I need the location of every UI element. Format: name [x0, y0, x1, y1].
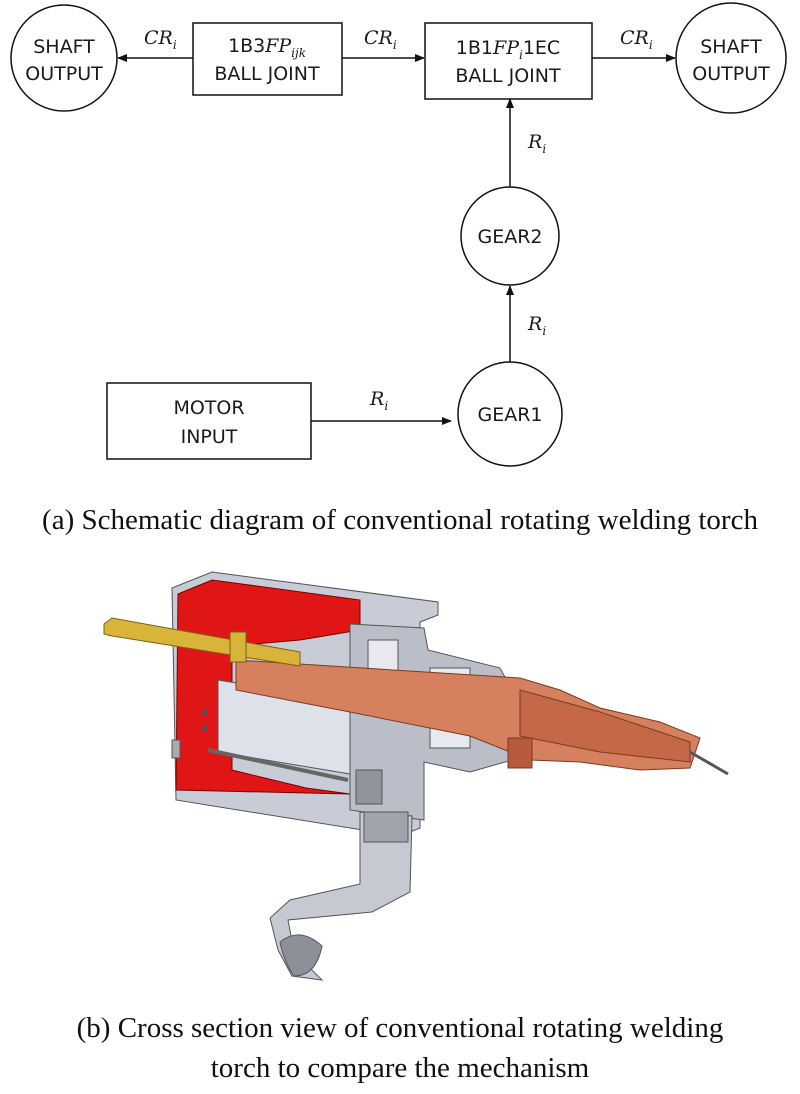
shaft-right-line1: SHAFT	[700, 36, 762, 58]
node-shaft-output-left	[10, 4, 118, 112]
motor-line2: INPUT	[181, 426, 238, 448]
node-ball-joint-a	[192, 22, 343, 96]
gear1-label: GEAR1	[477, 404, 542, 426]
gear2-label: GEAR2	[477, 226, 542, 248]
edge-label-gear1-to-gear2: Ri	[527, 313, 546, 338]
edge-label-a-to-b: CRi	[364, 27, 397, 52]
node-shaft-output-right	[675, 2, 787, 114]
mounting-bracket	[269, 811, 413, 981]
joint-b-line1: 1B1FPi1EC	[456, 37, 560, 62]
joint-b-line2: BALL JOINT	[455, 65, 561, 87]
edge-label-a-to-shaft-left: CRi	[144, 27, 177, 52]
shaft-left-line1: SHAFT	[33, 36, 95, 58]
copper-shaft	[235, 659, 729, 776]
motor-line1: MOTOR	[173, 397, 244, 419]
node-ball-joint-b	[424, 22, 593, 100]
caption-b: (b) Cross section view of conventional r…	[0, 1008, 800, 1088]
edge-label-b-to-shaft-right: CRi	[620, 27, 653, 52]
shaft-left-line2: OUTPUT	[25, 63, 103, 85]
schematic-diagram: SHAFT OUTPUT 1B3FPijk BALL JOINT 1B1FPi1…	[10, 2, 787, 467]
edge-label-gear2-to-b: Ri	[527, 131, 546, 156]
node-motor-input	[106, 382, 312, 460]
node-gear1	[457, 361, 563, 467]
joint-a-line1: 1B3FPijk	[228, 35, 306, 60]
caption-b-line1: (b) Cross section view of conventional r…	[76, 1012, 724, 1044]
edge-label-motor-to-gear1: Ri	[369, 388, 388, 413]
gold-shaft	[103, 617, 301, 667]
caption-b-line2: torch to compare the mechanism	[210, 1052, 590, 1084]
caption-a: (a) Schematic diagram of conventional ro…	[42, 504, 758, 536]
torch-cross-section-image	[103, 571, 729, 981]
shaft-right-line2: OUTPUT	[692, 63, 770, 85]
node-gear2	[460, 186, 560, 286]
joint-a-line2: BALL JOINT	[214, 63, 320, 85]
